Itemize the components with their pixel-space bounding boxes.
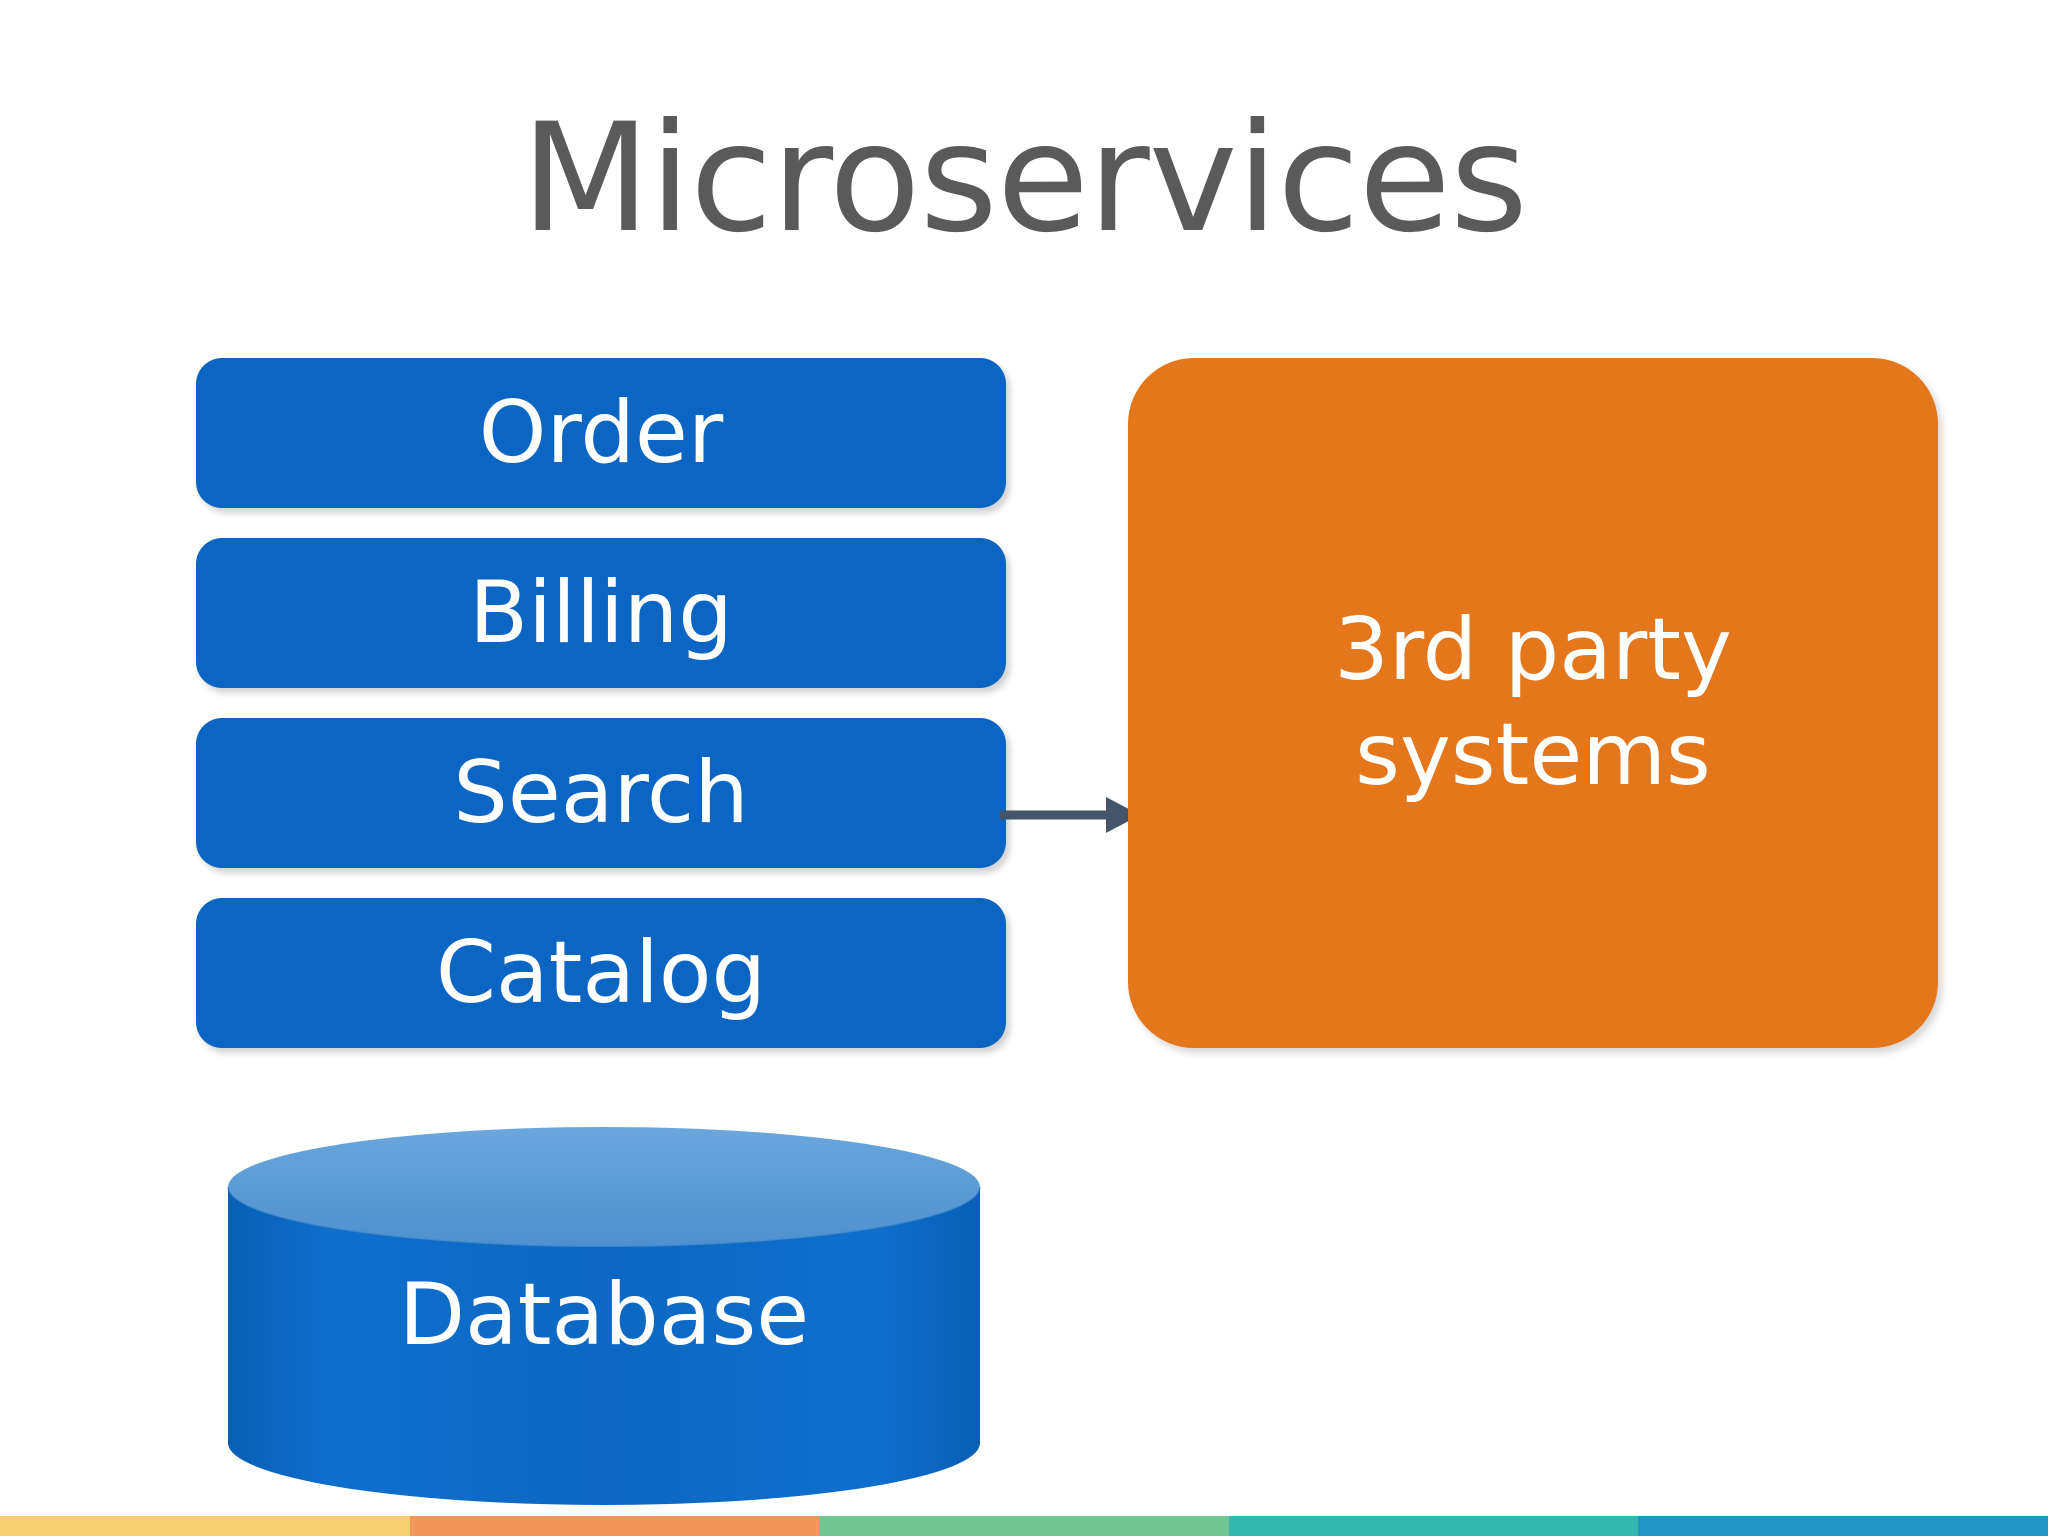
third-party-systems-label: 3rd party systems: [1334, 600, 1732, 805]
service-box-billing[interactable]: Billing: [196, 538, 1006, 688]
database-cylinder-icon: [227, 1127, 981, 1505]
database-cylinder[interactable]: Database: [224, 1125, 984, 1505]
service-box-label: Search: [453, 743, 749, 843]
service-box-search[interactable]: Search: [196, 718, 1006, 868]
footer-strip-segment-green: [819, 1516, 1229, 1536]
arrow-right-icon: [1000, 797, 1140, 833]
footer-strip-segment-teal: [1228, 1516, 1639, 1536]
service-box-catalog[interactable]: Catalog: [196, 898, 1006, 1048]
service-box-label: Catalog: [435, 923, 767, 1023]
footer-color-strip: [0, 1516, 2048, 1536]
footer-strip-segment-amber: [0, 1516, 410, 1536]
service-box-label: Billing: [469, 563, 733, 663]
page-title: Microservices: [520, 92, 1528, 266]
footer-strip-segment-orange: [409, 1516, 820, 1536]
service-box-order[interactable]: Order: [196, 358, 1006, 508]
footer-strip-segment-blue: [1638, 1516, 2048, 1536]
third-party-systems-box[interactable]: 3rd party systems: [1128, 358, 1938, 1048]
service-box-label: Order: [478, 383, 724, 483]
